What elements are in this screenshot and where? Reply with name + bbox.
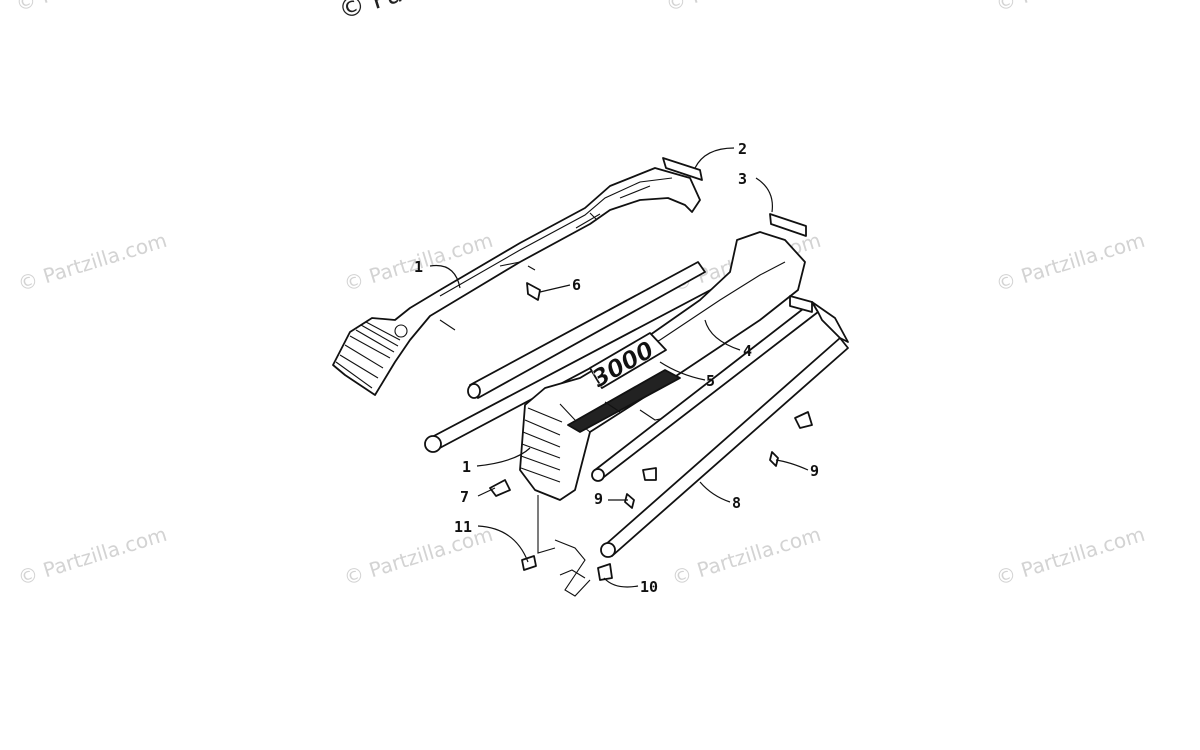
clip-7 xyxy=(489,479,511,497)
decal-3 xyxy=(769,213,807,237)
side-panel-right: 3000 xyxy=(519,231,806,501)
callout-9-right: 9 xyxy=(810,462,819,480)
clip-6 xyxy=(526,282,541,301)
callout-8: 8 xyxy=(732,494,741,512)
side-panel-left xyxy=(332,167,701,396)
callout-5: 5 xyxy=(706,372,715,390)
nut-10 xyxy=(597,563,613,581)
callout-4: 4 xyxy=(743,342,752,360)
callout-labels: 1 2 3 6 4 5 1 7 9 9 8 11 10 xyxy=(414,140,819,596)
clip-9-right xyxy=(794,411,813,429)
fastener-9-mid xyxy=(624,493,635,509)
callout-7: 7 xyxy=(460,488,469,506)
callout-2: 2 xyxy=(738,140,747,158)
decal-2 xyxy=(662,157,703,181)
callout-11: 11 xyxy=(454,518,472,536)
tube-rail-right xyxy=(591,295,849,558)
clip-9-mid xyxy=(642,467,657,481)
tube-rail-left xyxy=(424,261,727,453)
fastener-9-right xyxy=(769,451,779,467)
callout-9-mid: 9 xyxy=(594,490,603,508)
callout-1-lower: 1 xyxy=(462,458,471,476)
bracket-lower xyxy=(554,539,591,597)
callout-1-upper: 1 xyxy=(414,258,423,276)
callout-10: 10 xyxy=(640,578,658,596)
bolt-11 xyxy=(521,555,537,571)
callout-6: 6 xyxy=(572,276,581,294)
callout-3: 3 xyxy=(738,170,747,188)
leader-lines xyxy=(429,147,809,588)
